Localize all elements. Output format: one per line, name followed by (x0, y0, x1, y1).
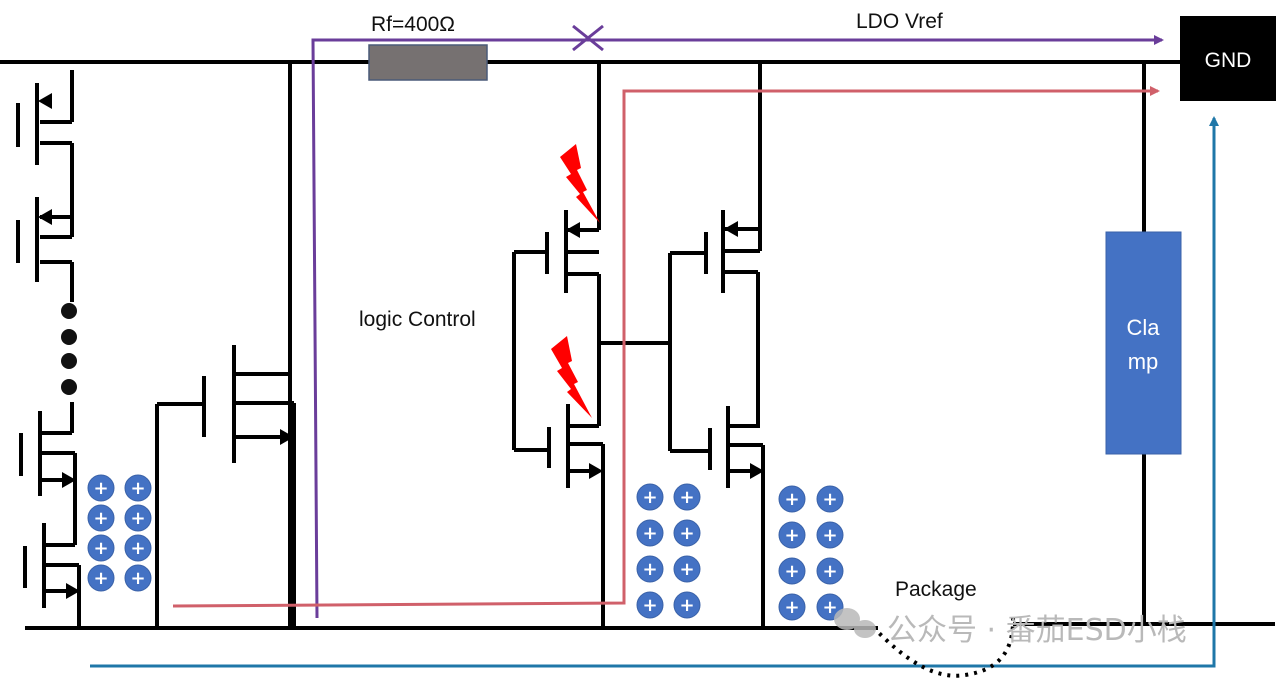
charge-symbol: + (822, 561, 837, 582)
positive-charge-icon: + (636, 555, 664, 583)
positive-charge-icon: + (124, 564, 152, 592)
clamp: Cla mp (1105, 62, 1182, 624)
charge-symbol: + (93, 508, 108, 529)
wechat-icon (834, 608, 876, 638)
charge-symbol: + (822, 489, 837, 510)
gnd-box: GND (1180, 16, 1276, 101)
charge-symbol: + (784, 489, 799, 510)
nmos-arrow-icon (66, 583, 80, 599)
positive-charge-icon: + (636, 483, 664, 511)
positive-charge-icon: + (778, 557, 806, 585)
charge-symbol: + (679, 559, 694, 580)
positive-charge-icon: + (87, 504, 115, 532)
positive-charge-icon: + (124, 474, 152, 502)
positive-charge-icon: + (673, 483, 701, 511)
clamp-label-line1: Cla (1126, 315, 1160, 340)
driver-right (668, 62, 765, 628)
charge-symbol: + (130, 478, 145, 499)
watermark-text: 公众号 · 番茄ESD小栈 (887, 613, 1187, 648)
positive-charge-icon: + (816, 557, 844, 585)
charge-symbol: + (642, 523, 657, 544)
positive-charge-icon: + (673, 555, 701, 583)
charge-symbol: + (642, 595, 657, 616)
charge-symbol: + (130, 568, 145, 589)
positive-charge-icon: + (87, 474, 115, 502)
charge-symbol: + (679, 595, 694, 616)
driver-left (512, 62, 670, 628)
package-label: Package (895, 578, 977, 601)
positive-charge-icon: + (778, 485, 806, 513)
positive-charge-icon: + (636, 591, 664, 619)
positive-charge-icon: + (673, 519, 701, 547)
nmos-arrow-icon (62, 472, 76, 488)
pmos-arrow-icon (38, 93, 52, 109)
ldo-vref-path (311, 35, 1164, 619)
charge-symbol: + (130, 538, 145, 559)
positive-charge-icon: + (124, 504, 152, 532)
blocked-x-icon (572, 24, 604, 52)
positive-charge-icon: + (778, 593, 806, 621)
ellipsis-dots (61, 303, 77, 395)
positive-charge-icon: + (673, 591, 701, 619)
pmos-arrow-icon (566, 222, 580, 238)
large-nmos (155, 62, 296, 628)
positive-charge-icon: + (816, 485, 844, 513)
charge-symbol: + (642, 559, 657, 580)
resistor-label: Rf=400Ω (371, 13, 455, 36)
pmos-arrow-icon (38, 209, 52, 225)
pmos-arrow-icon (724, 221, 738, 237)
feedback-resistor (368, 44, 488, 81)
charge-symbol: + (93, 568, 108, 589)
lightning-bolt-icon (551, 336, 592, 418)
positive-charge-icon: + (87, 534, 115, 562)
watermark: 公众号 · 番茄ESD小栈 (834, 608, 1187, 648)
esd-current-path (172, 86, 1160, 608)
charge-groups: + + + + + + + + + + + + + + + + + + + + + + + + (87, 474, 844, 621)
charge-symbol: + (93, 538, 108, 559)
charge-symbol: + (679, 487, 694, 508)
charge-symbol: + (822, 525, 837, 546)
positive-charge-icon: + (87, 564, 115, 592)
nmos-arrow-icon (750, 463, 764, 479)
positive-charge-icon: + (636, 519, 664, 547)
charge-symbol: + (784, 597, 799, 618)
charge-symbol: + (93, 478, 108, 499)
charge-symbol: + (130, 508, 145, 529)
charge-symbol: + (784, 561, 799, 582)
package-bondwire (871, 616, 1016, 678)
positive-charge-icon: + (778, 521, 806, 549)
positive-charge-icon: + (124, 534, 152, 562)
charge-symbol: + (784, 525, 799, 546)
pmos-stack-top (16, 70, 74, 302)
ldo-label: LDO Vref (856, 10, 943, 33)
clamp-label-line2: mp (1128, 349, 1159, 374)
lightning-bolt-icon (560, 144, 600, 223)
charge-symbol: + (822, 597, 837, 618)
logic-control-label: logic Control (359, 308, 476, 331)
nmos-arrow-icon (280, 429, 294, 445)
nmos-arrow-icon (589, 463, 603, 479)
gnd-return-path (90, 116, 1219, 668)
positive-charge-icon: + (816, 521, 844, 549)
gnd-label: GND (1205, 49, 1252, 72)
charge-symbol: + (679, 523, 694, 544)
charge-symbol: + (642, 487, 657, 508)
nmos-stack-bottom (19, 402, 81, 628)
